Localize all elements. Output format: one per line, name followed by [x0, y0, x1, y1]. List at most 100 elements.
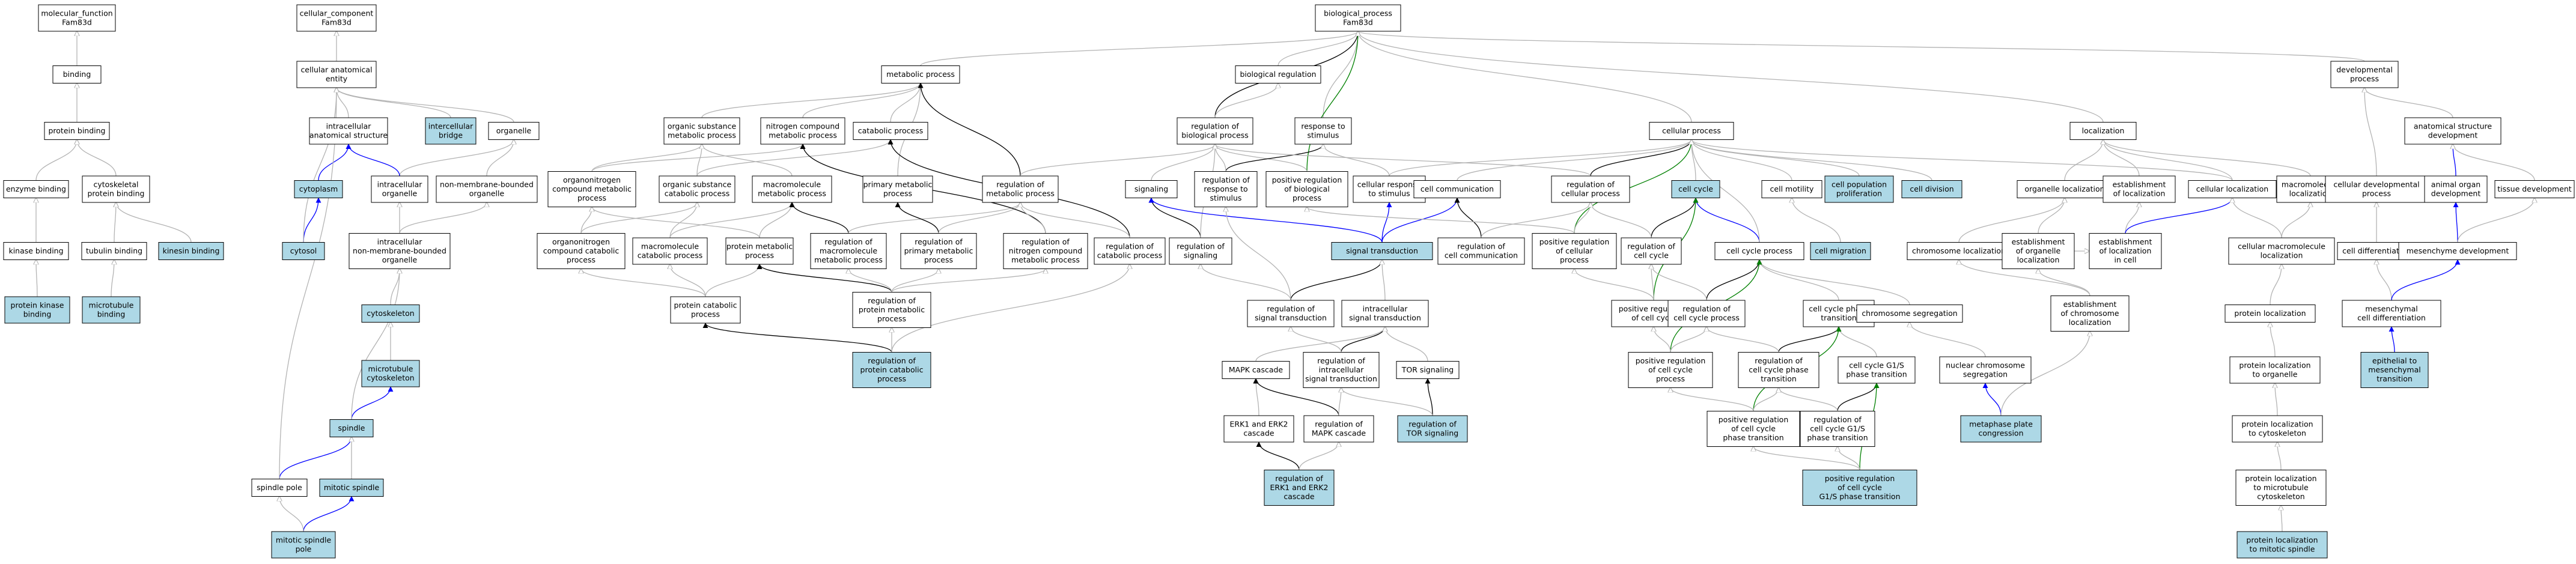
go-term-node-biological-regulation[interactable]: biological regulation: [1235, 65, 1321, 83]
go-term-node-kinesin-binding[interactable]: kinesin binding: [158, 242, 224, 260]
go-term-node-intracellular-nmb-organelle[interactable]: intracellularnon-membrane-boundedorganel…: [349, 233, 451, 269]
go-term-node-cytoskeleton[interactable]: cytoskeleton: [361, 305, 420, 323]
go-term-node-metabolic-process[interactable]: metabolic process: [881, 65, 960, 83]
go-term-node-cytosol[interactable]: cytosol: [282, 242, 325, 260]
go-term-node-organelle[interactable]: organelle: [488, 122, 540, 140]
go-term-node-spindle[interactable]: spindle: [329, 419, 374, 437]
go-term-node-mapk-cascade[interactable]: MAPK cascade: [1222, 361, 1290, 379]
go-term-node-cellular-localization[interactable]: cellular localization: [2188, 180, 2277, 198]
go-term-node-binding[interactable]: binding: [52, 65, 102, 83]
go-term-node-cell-division[interactable]: cell division: [1901, 180, 1962, 198]
go-term-node-kinase-binding[interactable]: kinase binding: [3, 242, 69, 260]
go-term-node-enzyme-binding[interactable]: enzyme binding: [3, 180, 69, 198]
go-term-node-tubulin-binding[interactable]: tubulin binding: [81, 242, 147, 260]
go-term-node-mitotic-spindle[interactable]: mitotic spindle: [319, 479, 384, 497]
go-term-node-cell-cycle[interactable]: cell cycle: [1671, 180, 1720, 198]
go-term-node-cytoplasm[interactable]: cytoplasm: [294, 180, 343, 198]
go-term-node-catabolic-process[interactable]: catabolic process: [853, 122, 928, 140]
go-term-node-localization[interactable]: localization: [2069, 122, 2137, 140]
go-term-node-organelle-localization[interactable]: organelle localization: [2017, 180, 2113, 198]
go-term-node-chromosome-localization[interactable]: chromosome localization: [1907, 242, 2011, 260]
go-term-node-cell-communication[interactable]: cell communication: [1413, 180, 1501, 198]
go-term-node-cell-migration[interactable]: cell migration: [1810, 242, 1871, 260]
go-term-node-spindle-pole[interactable]: spindle pole: [251, 479, 308, 497]
go-term-node-cellular-process[interactable]: cellular process: [1649, 122, 1734, 140]
go-term-node-chromosome-segregation[interactable]: chromosome segregation: [1856, 305, 1963, 323]
go-term-node-signal-transduction[interactable]: signal transduction: [1331, 242, 1433, 260]
go-term-node-signaling[interactable]: signaling: [1125, 180, 1178, 198]
go-term-node-tissue-development[interactable]: tissue development: [2494, 180, 2575, 198]
go-term-node-tor-signaling[interactable]: TOR signaling: [1396, 361, 1460, 379]
go-term-node-cell-motility[interactable]: cell motility: [1761, 180, 1822, 198]
go-term-node-protein-binding[interactable]: protein binding: [44, 122, 110, 140]
go-term-node-mesenchyme-development[interactable]: mesenchyme development: [2398, 242, 2517, 260]
